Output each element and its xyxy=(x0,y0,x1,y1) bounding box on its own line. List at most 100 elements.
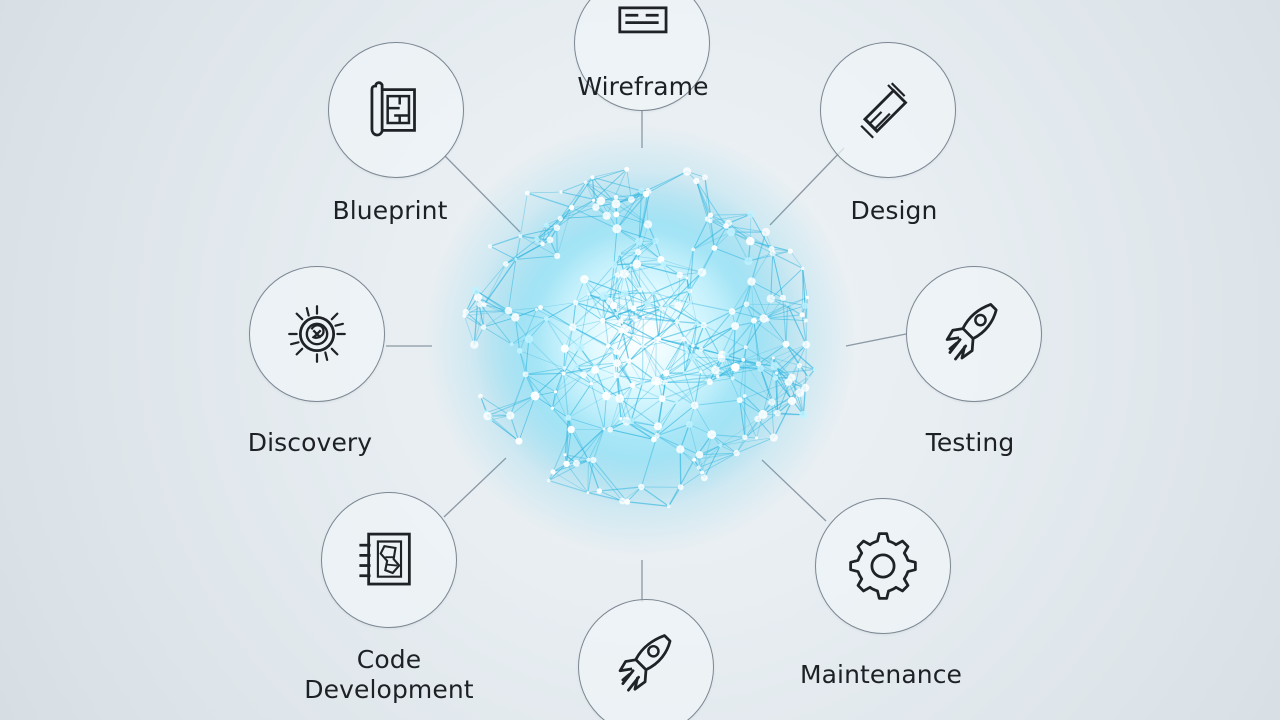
orb-node xyxy=(522,371,529,378)
orb-link xyxy=(594,369,607,397)
orb-node xyxy=(538,305,543,310)
orb-link xyxy=(647,303,678,323)
orb-link xyxy=(686,249,694,279)
orb-link xyxy=(546,302,576,320)
maintenance-label: Maintenance xyxy=(799,660,963,689)
orb-link xyxy=(615,193,647,215)
orb-link xyxy=(546,318,581,348)
orb-link xyxy=(563,373,607,397)
network-orb xyxy=(425,125,855,555)
orb-node xyxy=(774,409,781,417)
orb-node xyxy=(759,314,769,323)
orb-node xyxy=(689,353,697,361)
orb-link xyxy=(802,268,806,306)
orb-link xyxy=(642,372,685,384)
orb-link xyxy=(566,428,605,465)
orb-node xyxy=(478,393,483,399)
node-deployment[interactable] xyxy=(578,599,714,720)
orb-node xyxy=(674,400,679,405)
orb-link xyxy=(528,338,564,374)
orb-link xyxy=(804,344,807,388)
orb-link xyxy=(720,437,774,446)
orb-node xyxy=(580,275,589,284)
orb-link xyxy=(552,459,589,473)
orb-link xyxy=(748,253,773,262)
orb-link xyxy=(552,471,589,493)
orb-link xyxy=(477,263,507,298)
orb-link xyxy=(570,429,589,461)
orb-link xyxy=(791,344,807,378)
orb-link xyxy=(642,345,660,382)
node-discovery[interactable] xyxy=(249,266,385,402)
node-maintenance[interactable] xyxy=(815,498,951,634)
orb-link xyxy=(748,250,791,262)
orb-link xyxy=(773,400,793,438)
node-code-development[interactable] xyxy=(321,492,457,628)
orb-node xyxy=(731,322,740,331)
orb-link xyxy=(616,313,644,318)
orb-node xyxy=(629,263,633,267)
orb-link xyxy=(616,363,621,399)
orb-link xyxy=(776,344,807,374)
orb-link xyxy=(647,171,688,191)
orb-link xyxy=(609,264,615,302)
orb-link xyxy=(636,263,669,307)
orb-link xyxy=(595,360,630,371)
orb-node xyxy=(652,237,659,245)
orb-link xyxy=(789,250,804,269)
orb-node xyxy=(462,308,469,316)
orb-link xyxy=(616,362,634,386)
orb-node xyxy=(534,236,540,243)
orb-link xyxy=(743,357,774,361)
orb-node xyxy=(614,272,620,278)
orb-link xyxy=(772,252,803,269)
deployment-rocket-icon xyxy=(618,634,672,692)
orb-node xyxy=(638,188,645,194)
orb-link xyxy=(750,213,774,254)
orb-node xyxy=(515,437,523,445)
orb-link xyxy=(656,435,700,456)
orb-link xyxy=(751,281,769,320)
blueprint-icon xyxy=(370,81,416,137)
orb-link xyxy=(666,372,718,377)
orb-node xyxy=(615,394,625,403)
orb-link xyxy=(616,335,634,364)
orb-node xyxy=(755,436,758,440)
orb-node xyxy=(691,343,695,348)
orb-link xyxy=(483,310,509,328)
orb-node xyxy=(580,371,587,378)
node-design[interactable] xyxy=(820,42,956,178)
orb-node xyxy=(619,497,626,505)
orb-link xyxy=(484,304,509,312)
orb-link xyxy=(536,309,573,328)
orb-node xyxy=(592,198,596,202)
orb-link xyxy=(749,214,752,242)
orb-link xyxy=(678,274,681,306)
orb-link xyxy=(762,365,775,415)
orb-node xyxy=(560,344,569,353)
orb-link xyxy=(679,424,690,450)
orb-link xyxy=(620,385,634,419)
orb-link xyxy=(616,228,656,242)
orb-link xyxy=(711,434,737,454)
orb-node xyxy=(658,395,666,403)
orb-link xyxy=(575,302,603,321)
orb-link xyxy=(593,169,628,201)
orb-link xyxy=(647,290,691,305)
orb-link xyxy=(563,369,596,374)
node-testing[interactable] xyxy=(906,266,1042,402)
orb-node xyxy=(575,342,585,352)
orb-link xyxy=(592,459,628,503)
node-blueprint[interactable] xyxy=(328,42,464,178)
orb-node xyxy=(587,293,591,296)
orb-link xyxy=(527,191,562,194)
connector-testing xyxy=(845,333,907,347)
orb-link xyxy=(564,417,569,455)
orb-link xyxy=(717,368,761,377)
orb-node xyxy=(801,383,810,392)
orb-node xyxy=(787,396,796,406)
orb-node xyxy=(504,306,513,315)
orb-link xyxy=(684,358,722,374)
orb-link xyxy=(630,382,644,422)
